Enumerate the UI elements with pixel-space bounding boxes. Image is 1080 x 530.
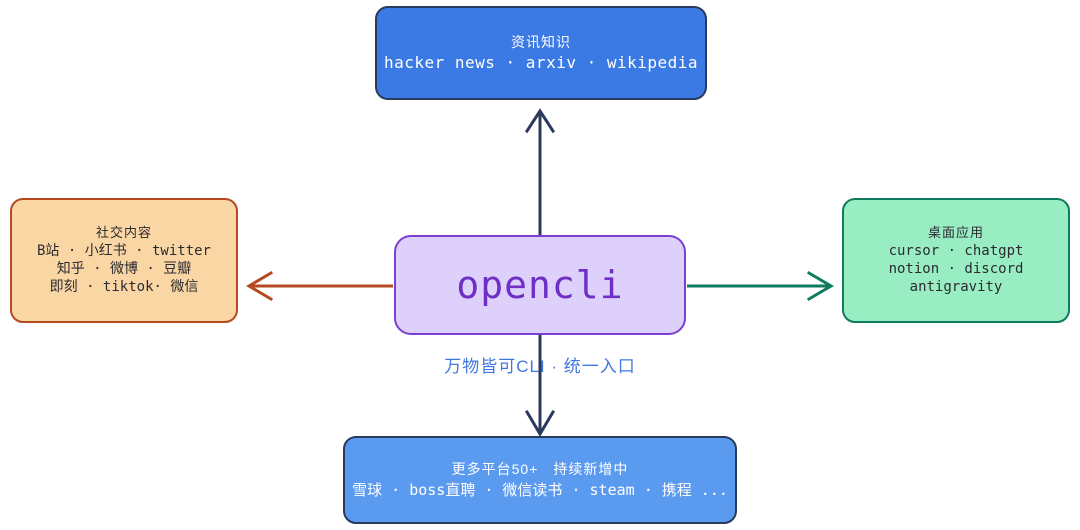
node-more-items: 雪球 · boss直聘 · 微信读书 · steam · 携程 ... [352, 480, 728, 499]
node-info-items: hacker news · arxiv · wikipedia [383, 52, 699, 72]
node-desktop-line-3: antigravity [909, 279, 1003, 296]
node-desktop-apps[interactable]: 桌面应用 cursor · chatgpt notion · discord a… [842, 198, 1070, 323]
node-more-platforms[interactable]: 更多平台50+ 持续新增中 雪球 · boss直聘 · 微信读书 · steam… [343, 436, 737, 524]
arrow-left-icon [246, 270, 393, 302]
node-core-opencli[interactable]: opencli [394, 235, 686, 335]
node-social-line-2: 知乎 · 微博 · 豆瓣 [56, 260, 192, 277]
tagline-text: 万物皆可CLI · 统一入口 [444, 357, 636, 376]
node-social-line-3: 即刻 · tiktok· 微信 [49, 279, 199, 296]
node-info-title: 资讯知识 [511, 33, 571, 50]
node-info-knowledge[interactable]: 资讯知识 hacker news · arxiv · wikipedia [375, 6, 707, 100]
core-brand-label: opencli [456, 263, 624, 307]
node-social-title: 社交内容 [95, 224, 152, 240]
node-more-title: 更多平台50+ 持续新增中 [451, 460, 629, 477]
arrow-up-icon [524, 108, 556, 236]
node-desktop-title: 桌面应用 [927, 224, 984, 240]
arrow-down-icon [524, 334, 556, 437]
node-desktop-line-1: cursor · chatgpt [888, 242, 1024, 259]
node-social-content[interactable]: 社交内容 B站 · 小红书 · twitter 知乎 · 微博 · 豆瓣 即刻 … [10, 198, 238, 323]
arrow-right-icon [687, 270, 834, 302]
node-social-line-1: B站 · 小红书 · twitter [36, 242, 211, 259]
node-desktop-line-2: notion · discord [888, 260, 1024, 277]
